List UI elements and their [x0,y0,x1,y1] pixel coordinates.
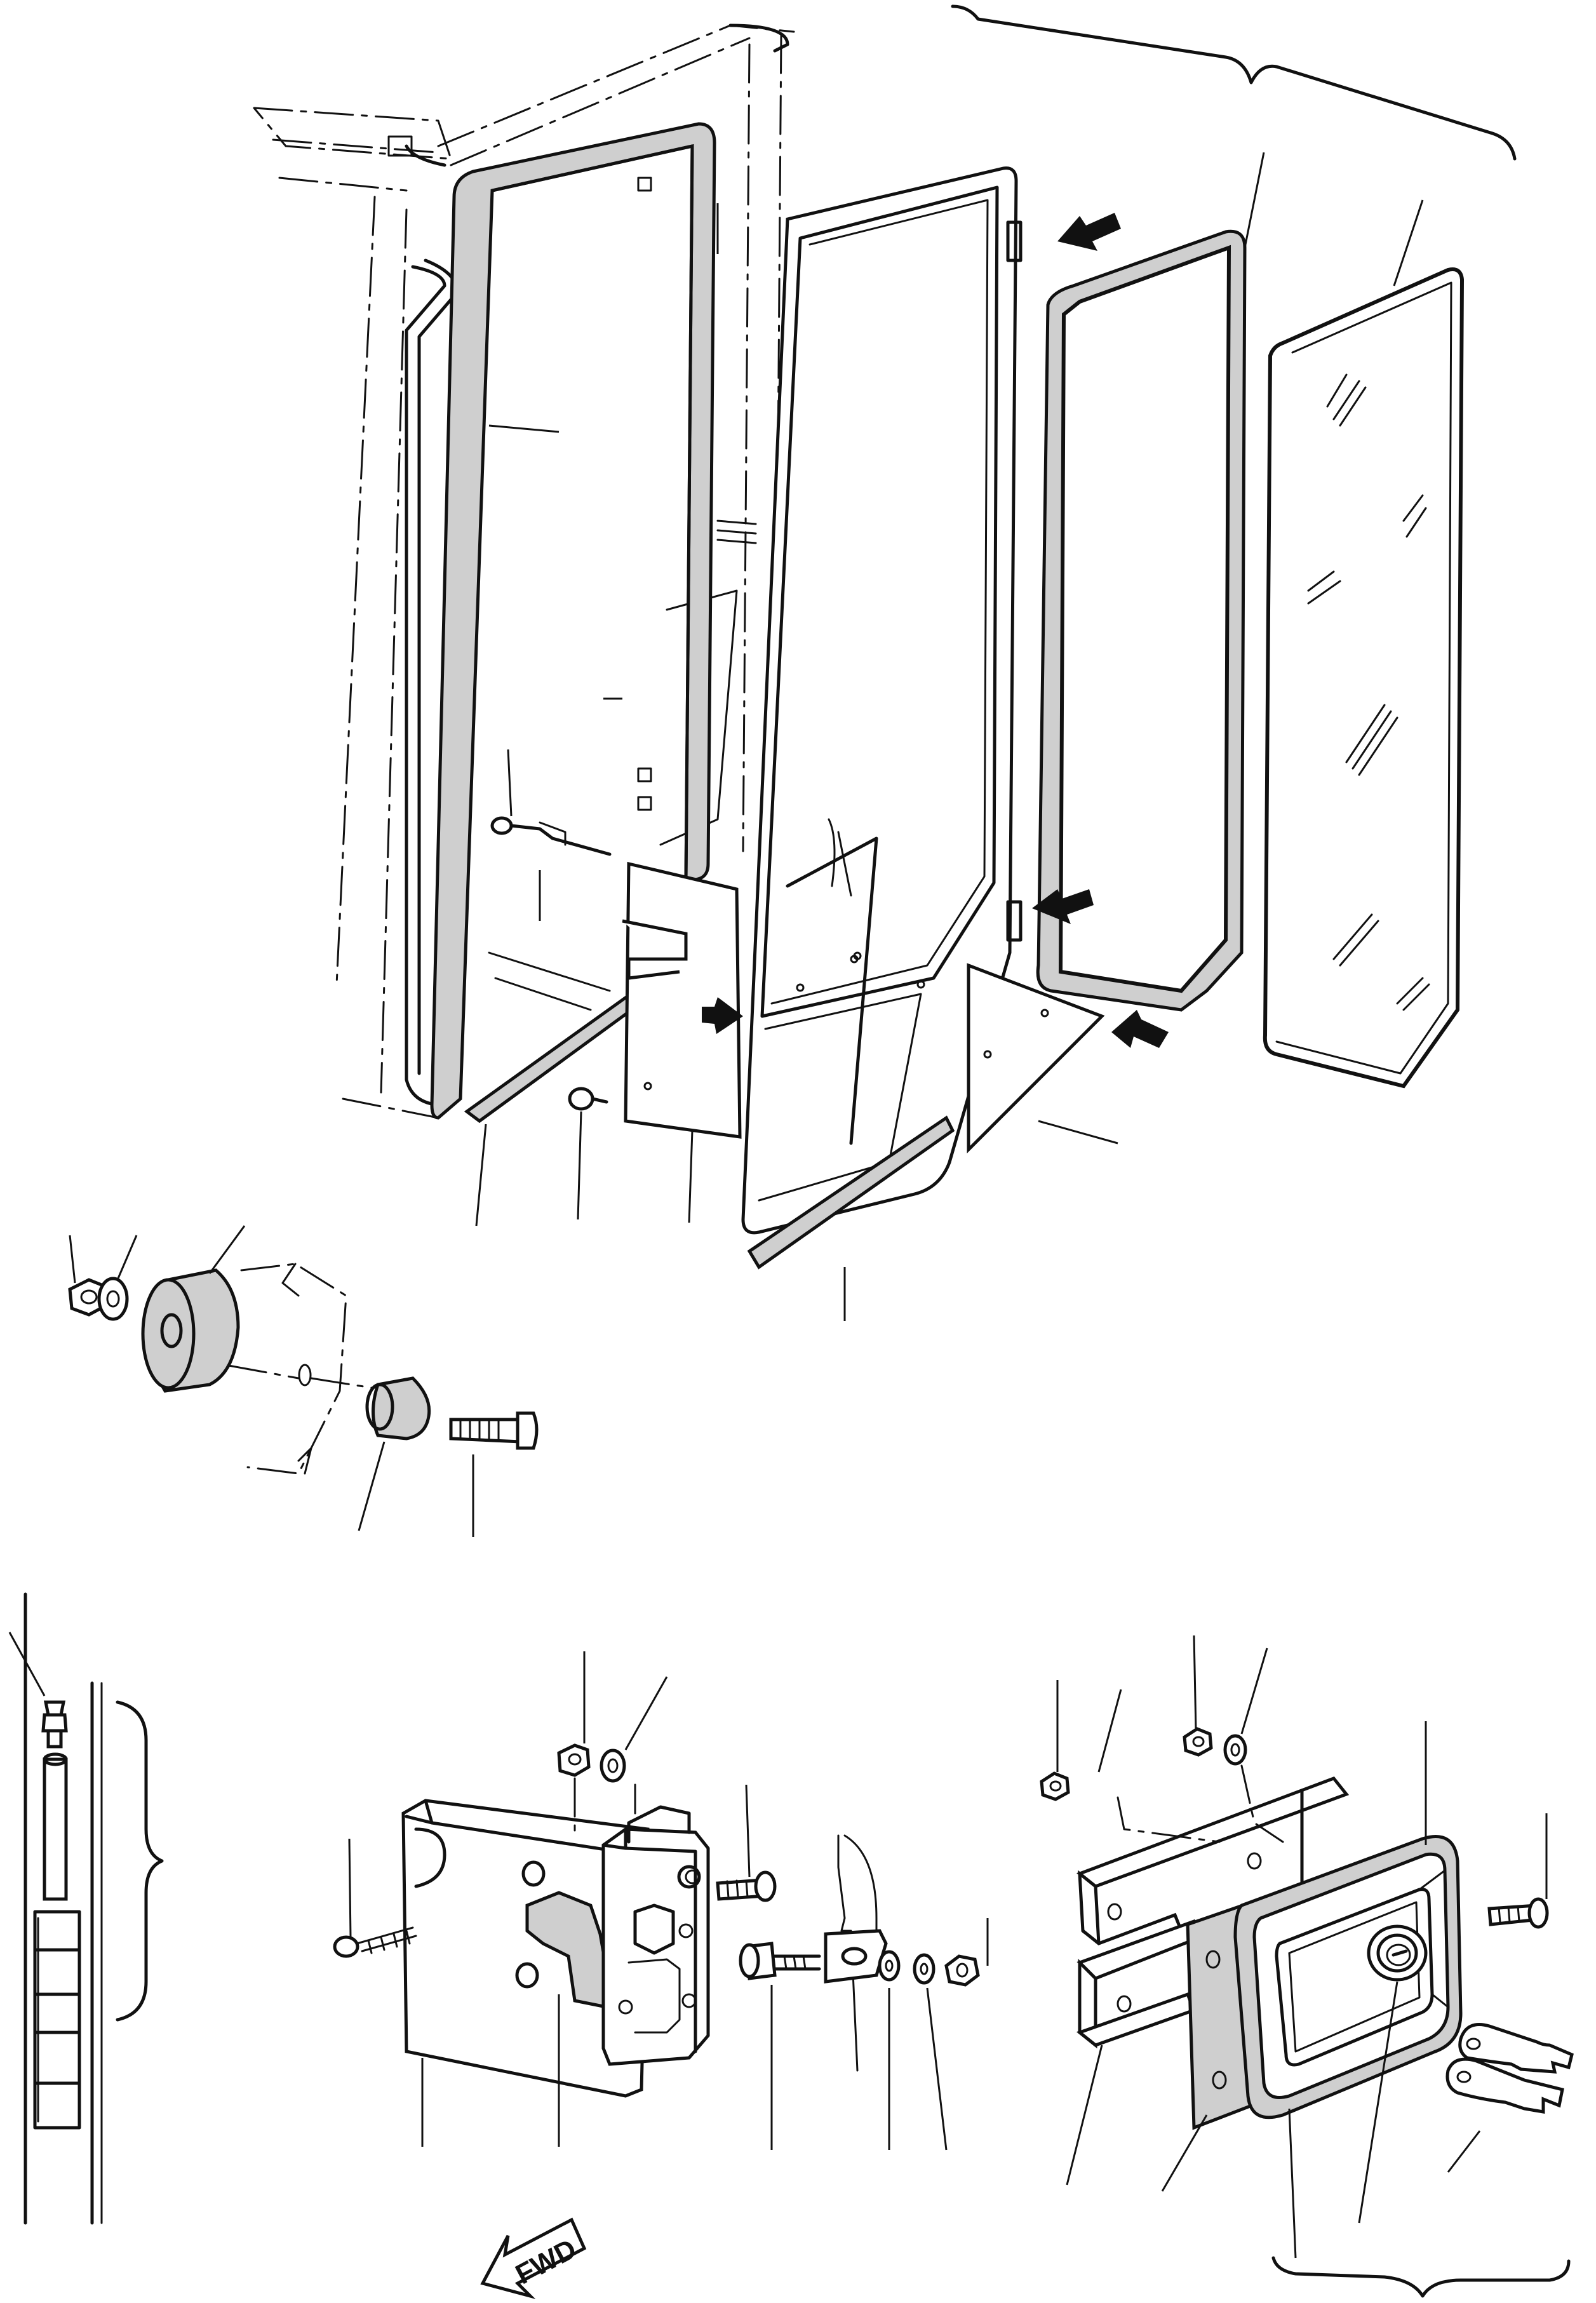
latch-top-washer [600,1749,626,1783]
location-arrow-icon [1032,889,1094,924]
trim-screw [568,1087,608,1111]
bracket-nut-top [1183,1727,1213,1757]
rubber-bumper [141,1268,240,1393]
keys [1445,2023,1574,2114]
lock-cylinder [1367,1924,1428,1982]
striker-nut [944,1954,980,1987]
forward-arrow-marker: FWD [480,2217,587,2299]
handle-screw [1487,1897,1549,1929]
trim-plate-left [622,861,742,1139]
striker-washer [878,1950,901,1982]
hinge-pin [43,1752,68,1901]
leader-lines-door [475,152,1424,1321]
striker-assembly [739,1834,888,2072]
hinge-pin-assembly [8,1592,164,2225]
latch-body [601,1805,710,2066]
latch-mount-plate [401,1799,650,2098]
lower-weatherstrip-left [464,988,647,1124]
door-opening-seal [430,122,716,1120]
location-arrow-icon [1057,213,1121,251]
handle-lock-assembly [1040,1635,1574,2298]
bumper-bushing [365,1376,431,1440]
lower-weatherstrip-door [747,1115,955,1270]
door-stop-bumper-assembly [68,1225,539,1537]
bracket-washer-top [1223,1734,1247,1766]
door-frame [741,166,1023,1235]
assembly-brace-top [951,4,1517,161]
door-glass [1263,267,1465,1089]
paddle-handle [1252,1852,1450,2099]
location-arrow-icon [1111,1010,1169,1048]
door-latch-assembly [333,1651,989,2151]
hinge-sleeve [23,1592,103,2225]
location-arrow-icon [702,997,743,1034]
striker-lock-washer [913,1953,935,1985]
grease-fitting [41,1700,68,1749]
bracket-nut-left [1040,1771,1070,1801]
location-arrows [702,213,1169,1048]
door-glass-seal [1036,229,1247,1012]
door-stay-bolt [490,816,612,856]
bumper-washer [97,1277,129,1321]
latch-mount-screw-left [333,1926,417,1958]
trim-plate-triangle [967,963,1105,1154]
bumper-bolt [449,1411,539,1450]
latch-screw-right [716,1870,777,1902]
panel-cutaway [227,1263,373,1475]
latch-top-nut [557,1743,591,1777]
